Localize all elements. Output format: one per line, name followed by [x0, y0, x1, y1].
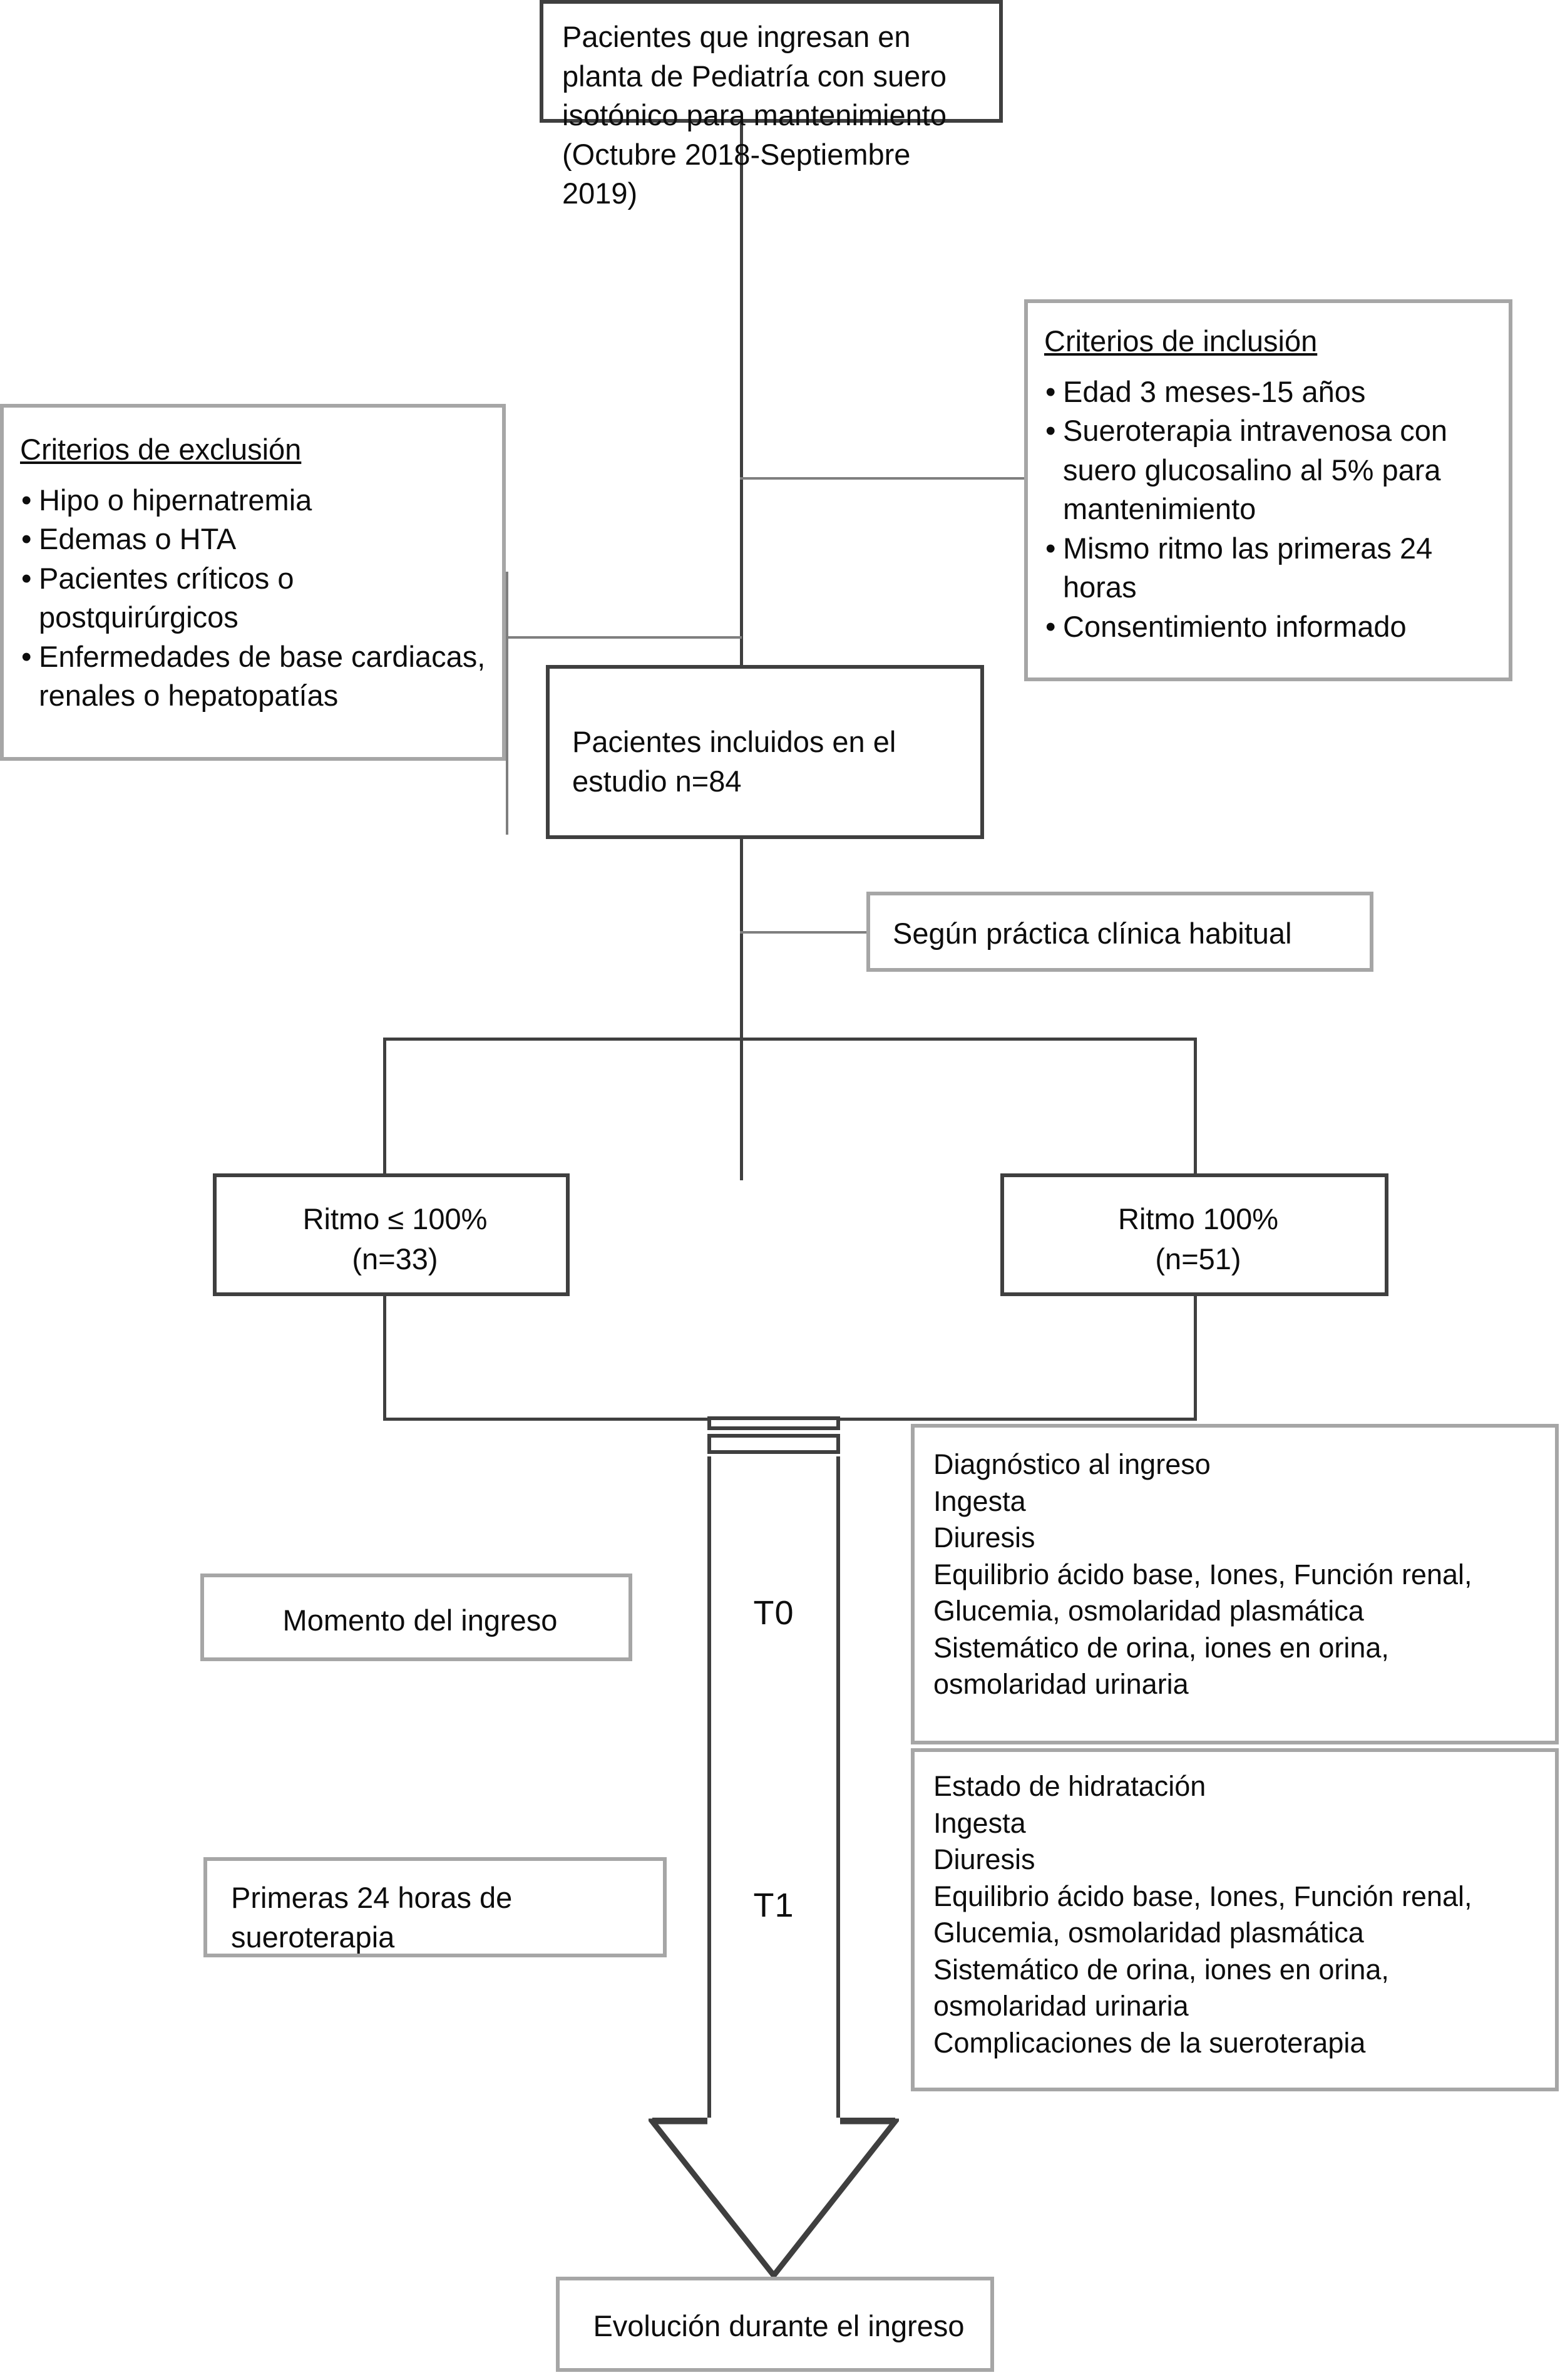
node-practice-label: Según práctica clínica habitual [893, 917, 1292, 950]
node-arm-low-line1: Ritmo ≤ 100% [302, 1202, 488, 1235]
connector-exclusion-stub [506, 572, 508, 835]
node-included-label: Pacientes incluidos en el estudio n=84 [572, 725, 896, 798]
list-item: Diuresis [933, 1843, 1035, 1875]
node-t1-detail: Estado de hidratación Ingesta Diuresis E… [911, 1748, 1559, 2091]
node-inclusion-body: Criterios de inclusión Edad 3 meses-15 a… [1044, 322, 1502, 646]
node-t0-time-label: Momento del ingreso [282, 1604, 558, 1637]
node-inclusion: Criterios de inclusión Edad 3 meses-15 a… [1024, 299, 1512, 681]
timeline-arrow-shaft [707, 1456, 840, 2120]
list-item: Diagnóstico al ingreso [933, 1448, 1211, 1480]
node-t0-marker: T0 [753, 1594, 794, 1632]
node-source: Pacientes que ingresan en planta de Pedi… [540, 0, 1003, 210]
node-exclusion-heading: Criterios de exclusión [20, 433, 302, 466]
node-included: Pacientes incluidos en el estudio n=84 [546, 665, 984, 839]
list-item: Estado de hidratación [933, 1770, 1206, 1802]
list-item: Ingesta [933, 1806, 1026, 1839]
connector-merge-left [383, 1294, 386, 1420]
list-item: Sueroterapia intravenosa con suero gluco… [1044, 411, 1502, 529]
connector-split-bar [383, 1038, 1197, 1041]
list-item: Hipo o hipernatremia [20, 481, 496, 520]
list-item: Diuresis [933, 1522, 1035, 1553]
list-item: Sistemático de orina, iones en orina, os… [933, 1953, 1389, 2022]
list-item: Equilibrio ácido base, Iones, Función re… [933, 1880, 1472, 1949]
node-t0-detail: Diagnóstico al ingreso Ingesta Diuresis … [911, 1424, 1559, 1744]
connector-included-down [740, 835, 743, 1180]
node-t1-time: Primeras 24 horas de sueroterapia [203, 1857, 667, 1957]
connector-to-exclusion [507, 636, 742, 639]
node-exclusion-body: Criterios de exclusión Hipo o hipernatre… [20, 430, 496, 716]
node-arm-low-line2: (n=33) [352, 1242, 438, 1275]
list-item: Pacientes críticos o postquirúrgicos [20, 559, 496, 637]
node-arm-full: Ritmo 100% (n=51) [1000, 1173, 1388, 1296]
connector-merge-right [1194, 1294, 1197, 1420]
connector-to-practice [740, 931, 866, 934]
list-item: Edemas o HTA [20, 520, 496, 559]
node-t0-time: Momento del ingreso [200, 1574, 632, 1661]
node-practice: Según práctica clínica habitual [866, 892, 1373, 972]
list-item: Consentimiento informado [1044, 607, 1502, 647]
list-item: Edad 3 meses-15 años [1044, 373, 1502, 412]
timeline-arrow-head [649, 2118, 899, 2280]
connector-split-left [383, 1038, 386, 1180]
node-source-label: Pacientes que ingresan en planta de Pedi… [562, 20, 947, 210]
node-arm-full-line1: Ritmo 100% [1118, 1202, 1278, 1235]
node-inclusion-heading: Criterios de inclusión [1044, 324, 1318, 358]
node-exclusion-list: Hipo o hipernatremia Edemas o HTA Pacien… [20, 481, 496, 716]
node-outcome-label: Evolución durante el ingreso [593, 2309, 965, 2342]
list-item: Equilibrio ácido base, Iones, Función re… [933, 1558, 1472, 1627]
list-item: Enfermedades de base cardiacas, renales … [20, 637, 496, 716]
list-item: Mismo ritmo las primeras 24 horas [1044, 529, 1502, 607]
arrow-band-2 [707, 1434, 840, 1454]
arrow-band-1 [707, 1416, 840, 1430]
node-arm-full-line2: (n=51) [1155, 1242, 1241, 1275]
list-item: Ingesta [933, 1485, 1026, 1517]
node-inclusion-list: Edad 3 meses-15 años Sueroterapia intrav… [1044, 373, 1502, 647]
node-t1-detail-list: Estado de hidratación Ingesta Diuresis E… [933, 1768, 1537, 2061]
node-arm-low: Ritmo ≤ 100% (n=33) [213, 1173, 570, 1296]
node-t0-detail-list: Diagnóstico al ingreso Ingesta Diuresis … [933, 1446, 1537, 1703]
node-t1-time-label: Primeras 24 horas de sueroterapia [231, 1881, 513, 1954]
connector-to-inclusion [740, 477, 1028, 480]
list-item: Sistemático de orina, iones en orina, os… [933, 1631, 1389, 1701]
connector-source-to-included [740, 120, 743, 671]
list-item: Complicaciones de la sueroterapia [933, 2026, 1366, 2059]
node-t1-marker: T1 [753, 1887, 794, 1924]
node-exclusion: Criterios de exclusión Hipo o hipernatre… [0, 404, 506, 761]
node-outcome: Evolución durante el ingreso [556, 2277, 994, 2372]
connector-split-right [1194, 1038, 1197, 1180]
